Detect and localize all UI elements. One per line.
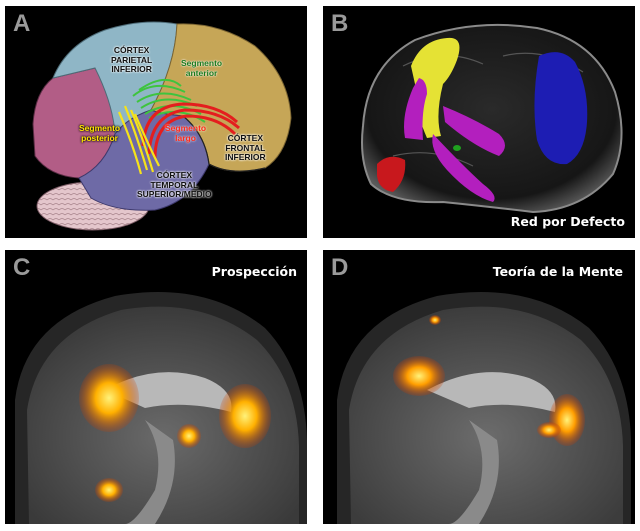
activation-medial-prefrontal [219, 384, 271, 448]
panel-a-letter: A [13, 10, 31, 37]
activation-cerebellum [95, 478, 123, 502]
label-frontal-cortex: CÓRTEX FRONTAL INFERIOR [225, 133, 266, 162]
panel-b-letter: B [331, 10, 349, 37]
brain-lobes-illustration [32, 21, 292, 231]
label-posterior-segment: Segmento posterior [79, 123, 121, 143]
posterior-segment-fibers [117, 105, 160, 175]
label-anterior-segment: Segmento anterior [181, 58, 223, 78]
activation-posterior-cingulate [79, 364, 139, 432]
panel-c-prospection-fmri: C Prospección [5, 250, 307, 524]
activation-anterior-cingulate [537, 422, 561, 438]
mri-sagittal-slice-c [15, 292, 307, 524]
dmn-purple-region-mid [443, 106, 505, 156]
panel-c-letter: C [13, 254, 31, 281]
panel-b-title: Red por Defecto [510, 214, 625, 229]
activation-precuneus [393, 356, 445, 396]
long-segment-fibers [141, 102, 241, 159]
label-parietal-cortex: CÓRTEX PARIETAL INFERIOR [111, 45, 153, 74]
mri-sagittal-slice-d [337, 292, 631, 524]
activation-subgenual [177, 424, 201, 448]
dmn-blue-region [534, 52, 588, 165]
activation-medial-prefrontal [549, 394, 585, 446]
panel-d-letter: D [331, 254, 349, 281]
label-long-segment: Segmento largo [165, 123, 207, 143]
corpus-callosum [427, 372, 556, 412]
panel-d-theory-of-mind-fmri: D Teoría de la Mente [323, 250, 635, 524]
panel-c-title: Prospección [211, 264, 297, 279]
brainstem [449, 420, 499, 524]
brain-tissue [27, 306, 299, 524]
panel-d-title: Teoría de la Mente [492, 264, 623, 279]
lateral-sulcus [182, 115, 266, 172]
panel-b-default-network: B Red por Defecto [323, 6, 635, 238]
dmn-purple-region-temporal [432, 134, 495, 202]
activation-dorsal-spot [429, 315, 441, 325]
dmn-green-spot [453, 145, 461, 151]
label-temporal-cortex: CÓRTEX TEMPORAL SUPERIOR/MEDIO [137, 170, 212, 199]
brainstem [125, 420, 175, 524]
glass-brain-render [361, 23, 623, 214]
panel-a-tract-diagram: A [5, 6, 307, 238]
dmn-purple-region-posterior [404, 78, 427, 140]
dmn-red-region [377, 156, 406, 192]
